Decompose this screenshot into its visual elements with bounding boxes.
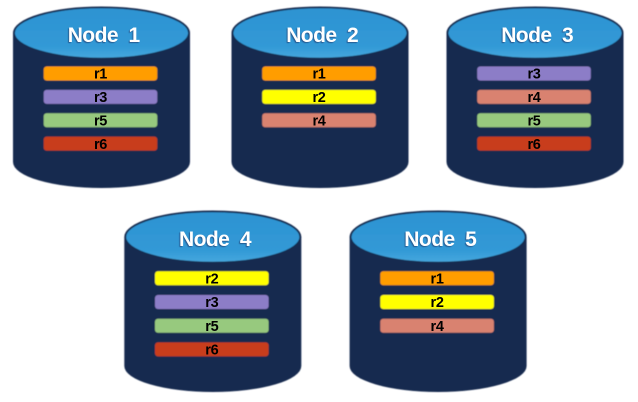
svg-text:r2: r2 bbox=[431, 295, 444, 311]
svg-text:r1: r1 bbox=[94, 67, 107, 83]
svg-text:r2: r2 bbox=[205, 271, 218, 287]
svg-text:r5: r5 bbox=[527, 113, 540, 129]
svg-text:Node 2: Node 2 bbox=[286, 24, 358, 47]
svg-text:r4: r4 bbox=[527, 90, 540, 106]
svg-text:r6: r6 bbox=[94, 137, 107, 153]
svg-text:r3: r3 bbox=[205, 295, 218, 311]
svg-text:Node 4: Node 4 bbox=[179, 228, 252, 251]
svg-text:r3: r3 bbox=[527, 67, 540, 83]
svg-text:Node 1: Node 1 bbox=[68, 24, 141, 47]
svg-text:r1: r1 bbox=[312, 67, 325, 83]
svg-text:r2: r2 bbox=[312, 90, 325, 106]
svg-text:r6: r6 bbox=[205, 343, 218, 359]
svg-text:r1: r1 bbox=[431, 271, 444, 287]
svg-text:r3: r3 bbox=[94, 90, 107, 106]
svg-text:r5: r5 bbox=[94, 113, 107, 129]
svg-text:r4: r4 bbox=[312, 113, 325, 129]
svg-text:r6: r6 bbox=[527, 137, 540, 153]
svg-text:r5: r5 bbox=[205, 319, 218, 335]
svg-text:Node 5: Node 5 bbox=[404, 228, 477, 251]
svg-text:r4: r4 bbox=[431, 319, 444, 335]
svg-text:Node 3: Node 3 bbox=[501, 24, 573, 47]
